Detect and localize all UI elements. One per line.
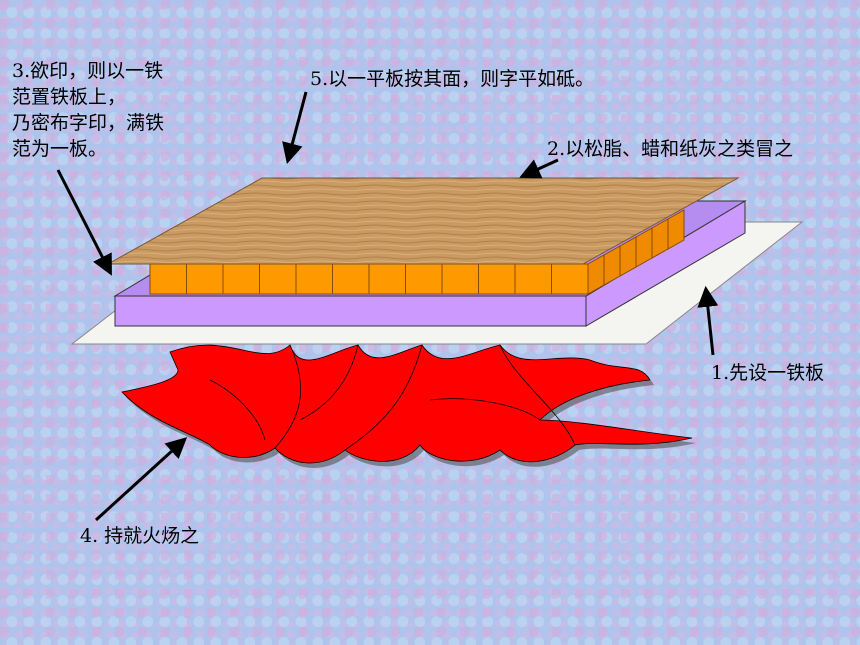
- pointer-arrows: [56, 91, 719, 522]
- arrow-step3: [56, 169, 112, 276]
- label-step3-line2: 范置铁板上，: [12, 86, 127, 108]
- type-block: [295, 263, 333, 295]
- type-block-side: [667, 209, 685, 250]
- type-block: [368, 263, 406, 295]
- arrow-step5: [282, 91, 308, 165]
- label-step1: 1.先设一铁板: [711, 362, 825, 384]
- arrow-step4: [94, 437, 188, 522]
- fire-flames: [121, 344, 696, 468]
- type-block: [222, 263, 260, 295]
- flame-inner-lines: [209, 344, 576, 451]
- type-blocks: [149, 209, 685, 295]
- type-block: [149, 263, 187, 295]
- label-step5: 5.以一平板按其面，则字平如砥。: [310, 68, 595, 90]
- frame-front: [114, 295, 587, 327]
- label-step2: 2.以松脂、蜡和纸灰之类冒之: [547, 138, 794, 160]
- wood-board: [106, 177, 740, 265]
- type-block: [551, 263, 589, 295]
- arrow-step2: [519, 158, 559, 179]
- type-block: [478, 263, 516, 295]
- label-step3-line1: 3.欲印，则以一铁: [12, 60, 164, 82]
- type-block: [514, 263, 552, 295]
- type-block: [441, 263, 479, 295]
- label-step3: 3.欲印，则以一铁 范置铁板上， 乃密布字印，满铁 范为一板。: [12, 58, 164, 162]
- type-block: [405, 263, 443, 295]
- type-block: [332, 263, 370, 295]
- arrow-step1: [697, 285, 719, 356]
- label-step4: 4. 持就火炀之: [80, 525, 200, 547]
- label-step3-line4: 范为一板。: [12, 138, 108, 160]
- flame: [121, 344, 693, 464]
- type-block: [259, 263, 297, 295]
- type-block: [186, 263, 224, 295]
- label-step3-line3: 乃密布字印，满铁: [12, 112, 165, 134]
